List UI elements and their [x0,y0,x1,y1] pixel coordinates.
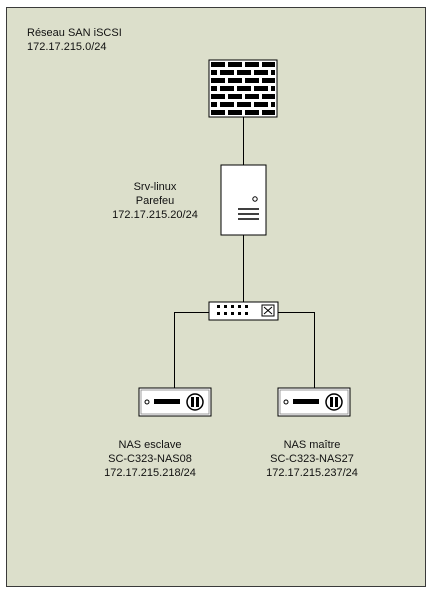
link-switch-nas-master [278,312,315,400]
server-icon [220,164,267,236]
server-hostname: Srv-linux [133,181,177,193]
connection-lines [174,117,315,400]
nas-master-role: NAS maître [283,439,341,451]
server-ip: 172.17.215.20/24 [112,209,198,221]
server-role: Parefeu [135,195,175,207]
nas-master-label: NAS maître SC-C323-NAS27 172.17.215.237/… [252,438,372,480]
link-switch-nas-slave [174,312,209,400]
nas-slave-label: NAS esclave SC-C323-NAS08 172.17.215.218… [90,438,210,480]
firewall-icon [208,59,278,118]
nas-slave-icon [138,387,212,417]
nas-slave-name: SC-C323-NAS08 [108,453,192,465]
nas-slave-role: NAS esclave [118,439,182,451]
server-label: Srv-linux Parefeu 172.17.215.20/24 [100,180,210,222]
nas-master-name: SC-C323-NAS27 [270,453,354,465]
network-name: Réseau SAN iSCSI [27,27,122,39]
nas-master-icon [277,387,351,417]
nas-slave-ip: 172.17.215.218/24 [104,467,196,479]
nas-master-ip: 172.17.215.237/24 [266,467,358,479]
network-label: Réseau SAN iSCSI 172.17.215.0/24 [27,26,122,54]
switch-icon [208,301,279,321]
network-subnet: 172.17.215.0/24 [27,41,107,53]
